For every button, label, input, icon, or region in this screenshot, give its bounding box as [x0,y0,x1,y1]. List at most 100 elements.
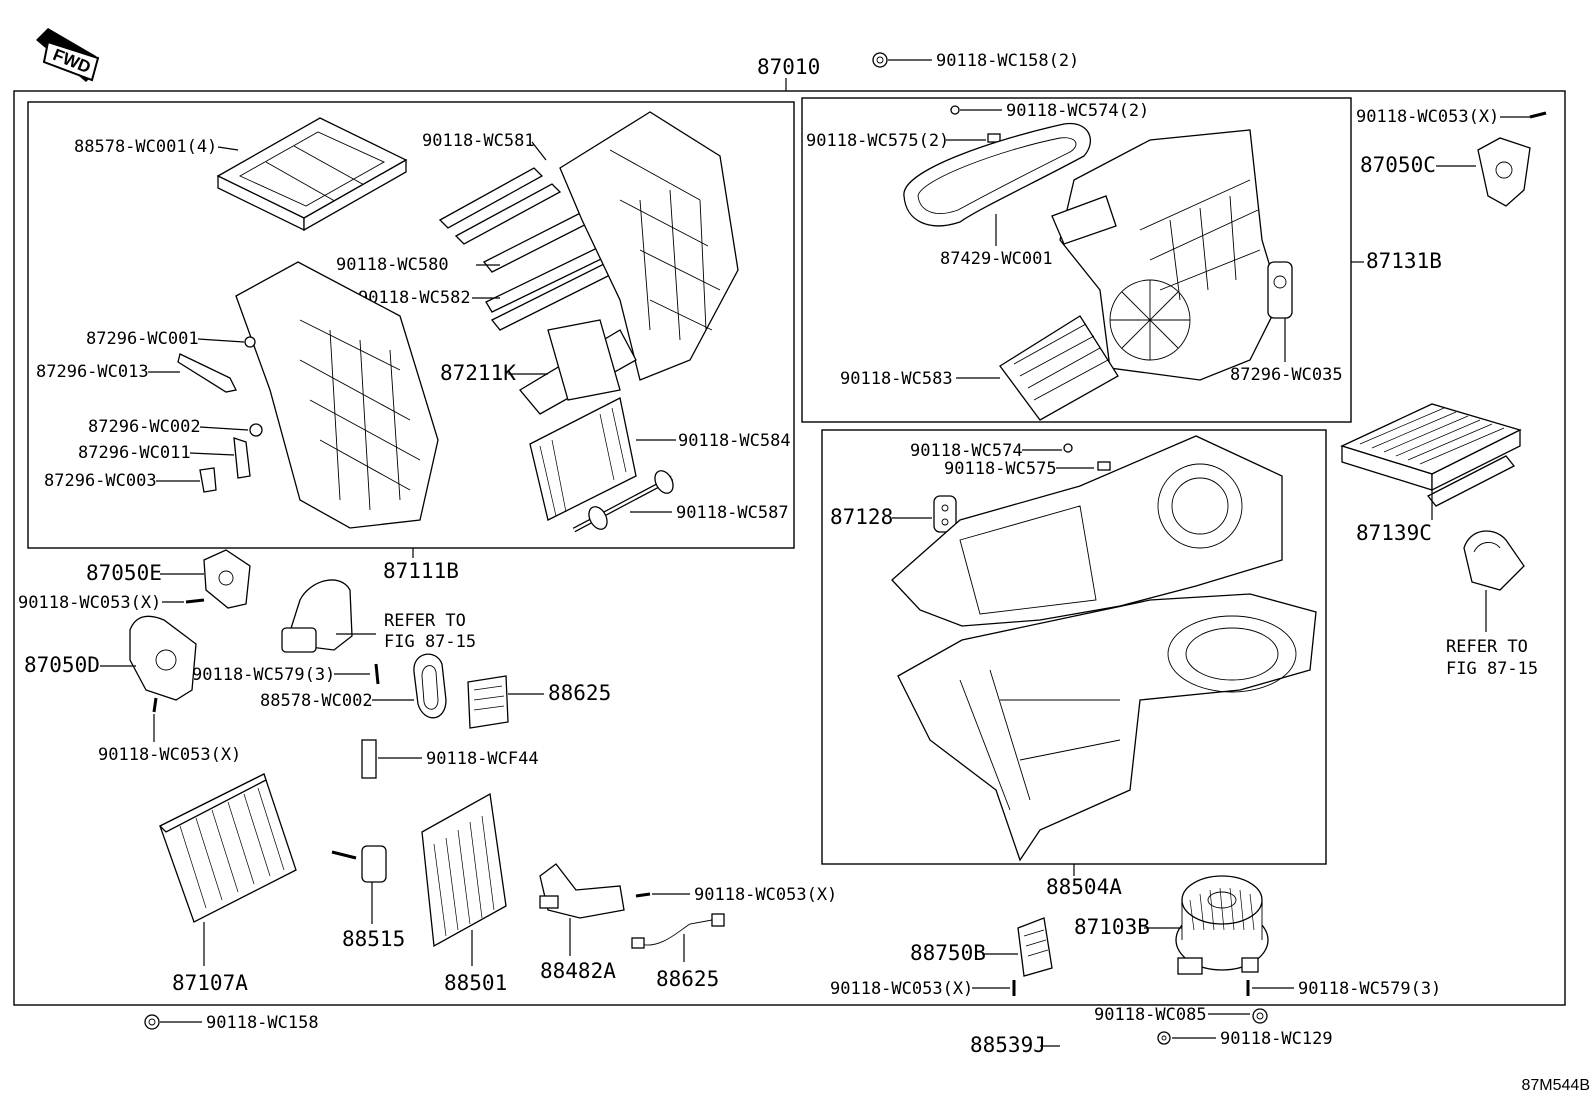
part-label[interactable]: 90118-WC579(3) [1298,979,1441,999]
nut-icon [144,1014,160,1030]
servo-motor-icon [203,549,251,609]
filter-frame-icon [216,117,408,232]
actuator-icon [1267,261,1293,319]
bracket-icon [361,739,377,779]
assembly-frame [13,90,1566,1006]
part-label[interactable]: 90118-WC582 [358,288,471,308]
part-label[interactable]: 90118-WC053(X) [98,745,241,765]
part-label[interactable]: 88625 [548,681,611,705]
part-label[interactable]: 90118-WC584 [678,431,791,451]
part-label[interactable]: 87211K [440,361,516,385]
part-label[interactable]: 87139C [1356,521,1432,545]
part-label[interactable]: 90118-WC575(2) [806,131,949,151]
part-label[interactable]: 90118-WC053(X) [694,885,837,905]
bolt-icon [1157,1031,1171,1045]
cabin-filter-icon [1340,403,1522,507]
part-label[interactable]: 90118-WC129 [1220,1029,1333,1049]
part-label[interactable]: 88625 [656,967,719,991]
part-label[interactable]: 87296-WC013 [36,362,149,382]
part-label[interactable]: 88578-WC001(4) [74,137,217,157]
part-label[interactable]: 87296-WC002 [88,417,201,437]
part-label[interactable]: 90118-WC575 [944,459,1057,479]
evaporator-icon [399,792,507,948]
nut-icon [1252,1008,1268,1024]
part-label[interactable]: 87296-WC003 [44,471,157,491]
fwd-arrow-icon: FWD [36,28,100,82]
duct-icon [903,122,1092,227]
lever-icon [177,336,263,493]
group-label-88504A[interactable]: 88504A [1046,875,1122,899]
part-label[interactable]: 87050C [1360,153,1436,177]
part-label[interactable]: 90118-WC580 [336,255,449,275]
part-label[interactable]: 90118-WC158 [206,1013,319,1033]
heater-case-right-icon [559,111,739,381]
part-label[interactable]: 90118-WC053(X) [1356,107,1499,127]
blower-motor-icon [1175,875,1269,975]
part-label[interactable]: 90118-WCF44 [426,749,539,769]
servo-motor-icon [1477,137,1531,207]
servo-motor-icon [129,615,197,701]
part-label[interactable]: 90118-WC085 [1094,1005,1207,1025]
gasket-icon [933,495,957,533]
group-label-87111B[interactable]: 87111B [383,559,459,583]
part-label[interactable]: 87296-WC001 [86,329,199,349]
assembly-number[interactable]: 87010 [757,55,820,79]
upper-housing-icon [891,435,1283,627]
duct-adapter-icon [281,579,353,653]
screw-icon [950,105,960,115]
sensor-icon [631,913,725,949]
heater-unit-box [27,101,795,549]
part-label[interactable]: 90118-WC053(X) [18,593,161,613]
part-label[interactable]: 88515 [342,927,405,951]
part-label[interactable]: 88750B [910,941,986,965]
part-label[interactable]: 90118-WC574 [910,441,1023,461]
air-mix-plate-icon [519,319,637,415]
part-label[interactable]: 87128 [830,505,893,529]
part-label[interactable]: 88501 [444,971,507,995]
part-label[interactable]: 90118-WC158(2) [936,51,1079,71]
part-label[interactable]: 88539J [970,1033,1046,1057]
blower-case-box [801,97,1352,423]
heater-case-left-icon [235,261,439,529]
part-label[interactable]: 87296-WC011 [78,443,191,463]
blower-case-icon [1051,129,1281,381]
part-label[interactable]: 88578-WC002 [260,691,373,711]
part-label[interactable]: 87050D [24,653,100,677]
figure-code: 87M544B [1521,1077,1591,1094]
lower-housing-icon [897,593,1317,862]
screw-icon [635,892,651,898]
part-label[interactable]: 90118-WC579(3) [192,665,335,685]
grille-icon [999,315,1119,421]
part-label[interactable]: 90118-WC053(X) [830,979,973,999]
bracket-icon [539,863,625,919]
part-label[interactable]: 88482A [540,959,616,983]
screw-icon [1529,111,1547,119]
screw-icon [185,598,205,604]
group-label-87131B[interactable]: 87131B [1366,249,1442,273]
pad-icon [467,675,509,729]
screw-icon [152,697,158,713]
part-label[interactable]: 87107A [172,971,248,995]
screw-icon [374,663,380,685]
heater-core-icon [65,773,297,923]
part-label[interactable]: 90118-WC574(2) [1006,101,1149,121]
expansion-valve-icon [331,845,387,883]
nut-icon [872,52,888,68]
clip-icon [1097,461,1111,471]
part-label[interactable]: 90118-WC583 [840,369,953,389]
part-label[interactable]: 87050E [86,561,162,585]
part-label[interactable]: 87296-WC035 [1230,365,1343,385]
part-label[interactable]: 87103B [1074,915,1150,939]
part-label[interactable]: 90118-WC581 [422,131,535,151]
shaft-icon [572,470,674,533]
screw-icon [1063,443,1073,453]
part-label[interactable]: 90118-WC587 [676,503,789,523]
resistor-icon [1017,917,1053,977]
part-label[interactable]: 87429-WC001 [940,249,1053,269]
seal-ring-icon [413,653,447,719]
filter-icon [529,397,637,521]
drain-hose-icon [1043,1020,1116,1073]
